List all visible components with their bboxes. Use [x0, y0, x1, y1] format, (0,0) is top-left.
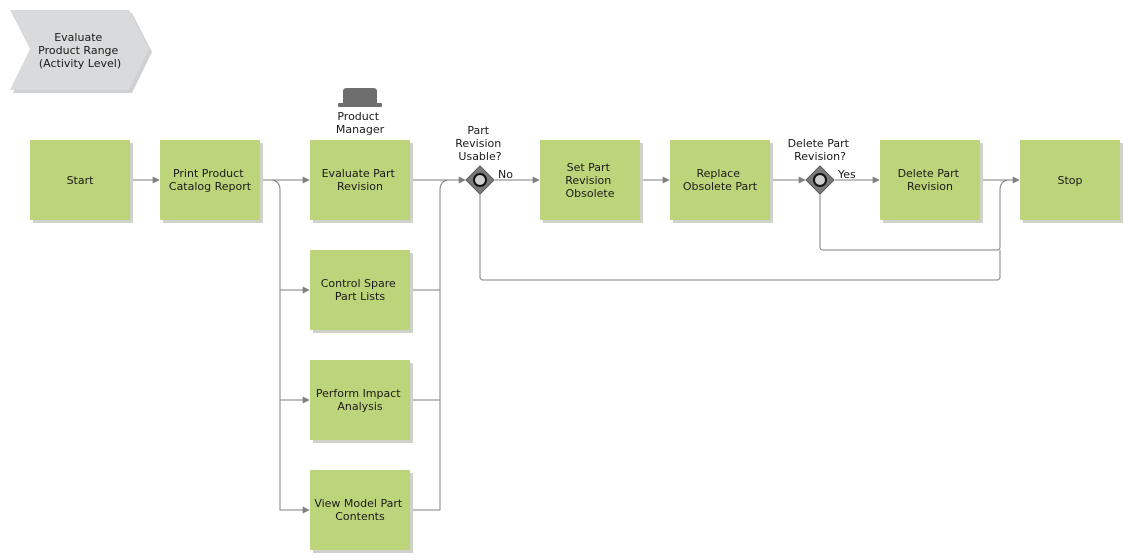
svg-text:Evaluate Part Revision: Evaluate Part Revision [322, 167, 399, 193]
svg-text:Delete Part Revision: Delete Part Revision [898, 167, 963, 193]
connector-print-branch-trunk [269, 179, 309, 511]
role-label: Product Manager [336, 110, 385, 136]
activity-evaluate-revision: Evaluate Part Revision [310, 140, 413, 223]
activity-delete-revision: Delete Part Revision [880, 140, 983, 223]
svg-text:Perform Impact Analysis: Perform Impact Analysis [316, 387, 404, 413]
svg-text:View Model Part Contents: View Model Part Contents [314, 497, 405, 523]
activity-view-model: View Model Part Contents [310, 470, 413, 553]
gateway-delete: Delete Part Revision? Yes [788, 137, 856, 195]
activity-stop: Stop [1020, 140, 1123, 223]
activity-start: Start [30, 140, 133, 223]
process-header: Evaluate Product Range (Activity Level) [10, 10, 152, 93]
product-manager-role: Product Manager [336, 88, 385, 136]
activity-control-spare: Control Spare Part Lists [310, 250, 413, 333]
role-hat-icon [338, 88, 382, 107]
gateway-usable: Part Revision Usable? No [455, 124, 513, 195]
activity-impact-analysis: Perform Impact Analysis [310, 360, 413, 443]
connector-merge-trunk [410, 179, 451, 511]
gateway-delete-branch-label: Yes [837, 168, 856, 181]
gateway-delete-question: Delete Part Revision? [788, 137, 853, 163]
gateway-circle-icon [473, 173, 487, 187]
connectors [130, 176, 1020, 514]
svg-text:Set Part Revision: Set Part Revision Obsolete [565, 161, 614, 200]
connector-usable-bypass [479, 194, 1001, 281]
svg-text:Print Product Catalog Re: Print Product Catalog Report [169, 167, 252, 193]
process-header-title: Evaluate Product Range (Activity Level) [38, 31, 122, 70]
svg-text:Control Spare Part Lists: Control Spare Part Lists [321, 277, 400, 303]
gateway-usable-question: Part Revision Usable? [455, 124, 504, 163]
svg-text:Replace Obsolete Part: Replace Obsolete Part [683, 167, 758, 193]
connector-delete-bypass [819, 179, 1011, 251]
activity-print-catalog: Print Product Catalog Report [160, 140, 263, 223]
gateway-usable-branch-label: No [498, 168, 513, 181]
svg-text:Stop: Stop [1057, 174, 1082, 187]
activity-set-obsolete: Set Part Revision Obsolete [540, 140, 643, 223]
activity-replace-obsolete: Replace Obsolete Part [670, 140, 773, 223]
gateway-circle-icon [813, 173, 827, 187]
svg-text:Start: Start [67, 174, 95, 187]
